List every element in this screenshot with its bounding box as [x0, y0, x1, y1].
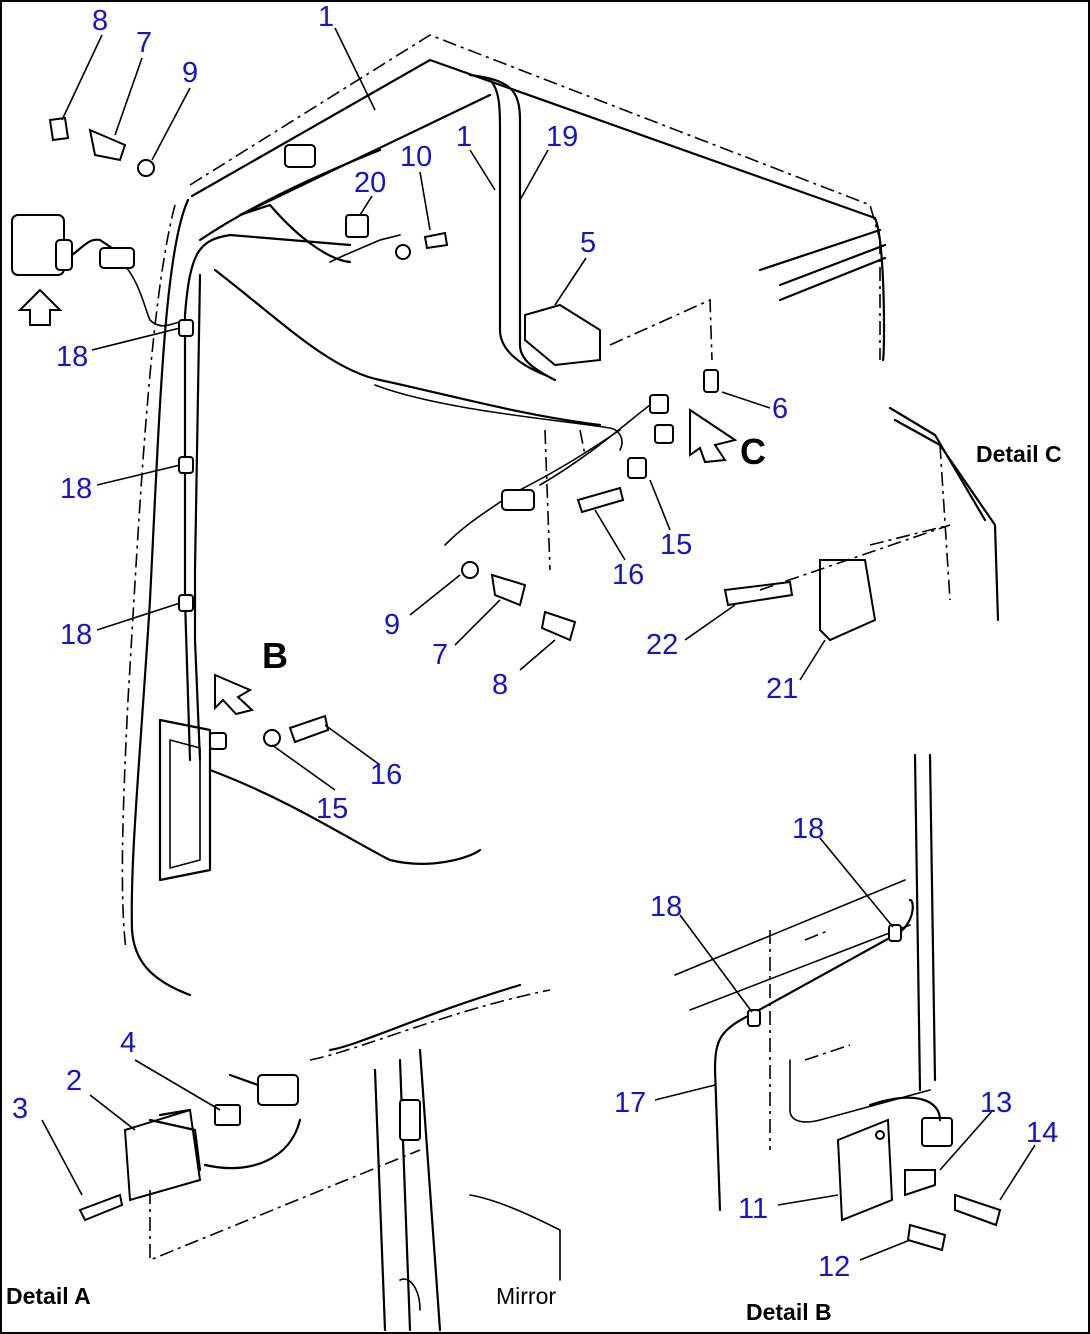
callout-16-c: 16 [612, 559, 644, 591]
callouts: 1 1 2 3 4 5 6 7 7 8 8 9 9 10 11 12 13 14… [12, 1, 1058, 1283]
callout-20: 20 [354, 167, 386, 199]
part-10a [395, 244, 411, 260]
callout-9-mid: 9 [384, 609, 400, 641]
clip-c1 [649, 394, 669, 414]
part-16-b [288, 714, 330, 744]
callout-6: 6 [772, 393, 788, 425]
mirror-drawing [309, 983, 561, 1332]
connector-2 [501, 489, 535, 511]
callout-4: 4 [120, 1027, 136, 1059]
callout-19: 19 [546, 121, 578, 153]
detail-c-drawing [759, 406, 1000, 622]
leader-lines [41, 27, 1036, 1261]
clamp-18-3 [178, 594, 194, 612]
callout-14: 14 [1026, 1117, 1058, 1149]
callout-5: 5 [580, 227, 596, 259]
detail-a-label: Detail A [6, 1283, 91, 1309]
part-16-c [576, 486, 625, 514]
connector-1 [284, 144, 316, 168]
callout-7-mid: 7 [432, 639, 448, 671]
callout-1-top: 1 [318, 1, 334, 33]
part-15-c [627, 457, 647, 479]
part-6 [703, 369, 719, 393]
callout-18-b: 18 [60, 473, 92, 505]
callout-15-b: 15 [316, 793, 348, 825]
callout-18-a: 18 [56, 341, 88, 373]
callout-12: 12 [818, 1251, 850, 1283]
parts [11, 116, 877, 750]
callout-18-c: 18 [60, 619, 92, 651]
callout-8-top: 8 [92, 5, 108, 37]
callout-18-d: 18 [650, 891, 682, 923]
work-lamp-a [11, 214, 135, 276]
part-15-b-clip [209, 732, 227, 750]
clamp-18-1 [178, 319, 194, 337]
part-10b [423, 231, 449, 250]
callout-16-b: 16 [370, 759, 402, 791]
callout-8-mid: 8 [492, 669, 508, 701]
view-arrow-b [214, 673, 255, 716]
detail-a-drawing [78, 1073, 421, 1262]
detail-c-label: Detail C [976, 441, 1062, 467]
view-letter-b: B [262, 635, 288, 676]
clip-c2 [654, 424, 674, 444]
detail-b-drawing [674, 753, 1002, 1252]
view-arrow-a [17, 288, 63, 326]
part-7-top [88, 128, 127, 162]
callout-9-top: 9 [182, 57, 198, 89]
callout-7-top: 7 [136, 27, 152, 59]
cab-outline [121, 34, 887, 997]
part-9-top [137, 159, 155, 177]
part-8-top [48, 116, 70, 142]
callout-10: 10 [400, 141, 432, 173]
part-8-mid [540, 610, 577, 642]
mirror-label: Mirror [496, 1283, 556, 1309]
callout-2: 2 [66, 1065, 82, 1097]
callout-13: 13 [980, 1087, 1012, 1119]
callout-21: 21 [766, 673, 798, 705]
part-7-mid [490, 573, 527, 607]
callout-15-c: 15 [660, 529, 692, 561]
callout-3: 3 [12, 1093, 28, 1125]
part-22 [723, 580, 794, 607]
wiring-harness [119, 233, 661, 762]
part-9-mid [461, 561, 479, 579]
callout-11: 11 [738, 1193, 768, 1225]
detail-b-label: Detail B [746, 1299, 832, 1325]
view-arrow-c [689, 408, 738, 464]
callout-1-mid: 1 [456, 121, 472, 153]
part-21 [819, 559, 877, 642]
part-20 [345, 214, 369, 238]
part-15-b [263, 729, 281, 747]
callout-17: 17 [614, 1087, 646, 1119]
part-5 [524, 303, 601, 367]
callout-18-e: 18 [792, 813, 824, 845]
clamp-18-2 [178, 456, 194, 474]
view-letter-c: C [740, 431, 766, 472]
callout-22: 22 [646, 629, 678, 661]
